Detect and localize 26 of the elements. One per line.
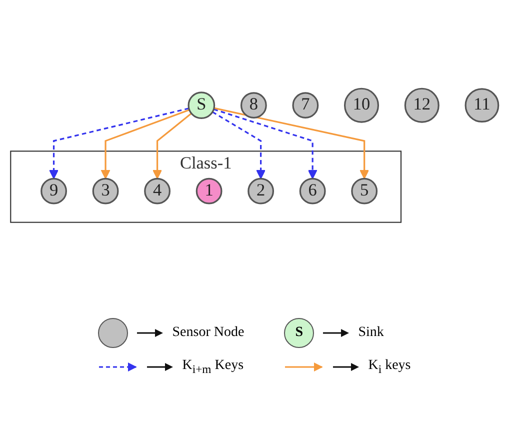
node-circle xyxy=(464,88,500,122)
node-circle xyxy=(92,177,119,204)
network-diagram: S 8 7 10 12 11 Class-1 9 3 4 1 2 6 5 xyxy=(2,80,507,230)
arrow xyxy=(213,108,318,179)
legend-text: Sensor Node xyxy=(172,325,244,341)
node-circle xyxy=(292,92,319,118)
legend-text: Sink xyxy=(358,325,384,341)
cluster xyxy=(10,150,402,222)
arrow xyxy=(49,107,190,179)
node-circle xyxy=(196,177,222,204)
node-circle xyxy=(299,177,326,204)
node-circle xyxy=(344,87,380,122)
arrow xyxy=(100,108,190,179)
sink-letter: S xyxy=(295,325,304,341)
arrow xyxy=(214,106,370,179)
legend-text: K$_{i}$ keys xyxy=(368,358,411,376)
arrow xyxy=(212,110,266,179)
node-circle xyxy=(248,177,274,204)
node-circle xyxy=(351,177,378,204)
node-circle xyxy=(144,177,170,204)
node-circle xyxy=(40,177,67,204)
node-circle xyxy=(188,91,216,119)
legend-text: K$_{i+m}$ Keys xyxy=(182,358,244,376)
node-circle xyxy=(240,92,267,118)
arrow xyxy=(152,112,192,179)
node-circle xyxy=(404,87,440,122)
